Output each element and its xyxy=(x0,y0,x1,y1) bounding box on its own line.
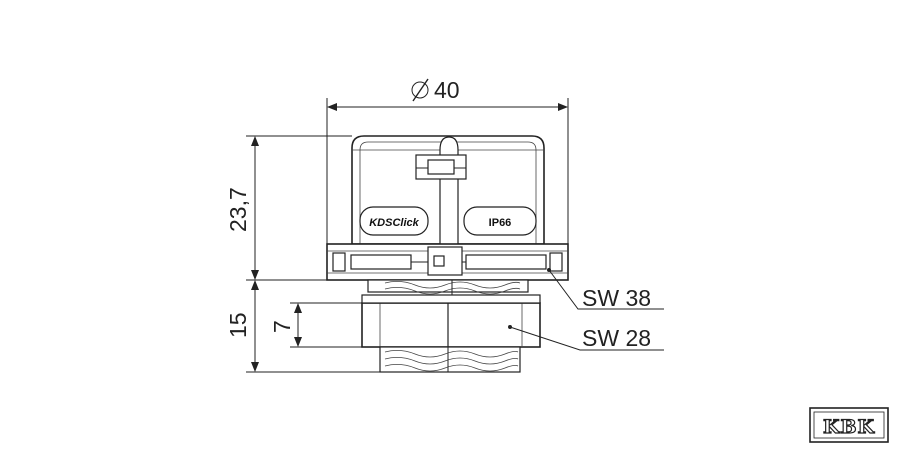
sw-upper-label: SW 38 xyxy=(582,285,651,311)
nut-height-value: 7 xyxy=(269,320,295,333)
callout-sw-upper: SW 38 xyxy=(547,268,664,311)
gland-body: KDSClick IP66 xyxy=(326,135,569,373)
callout-sw-lower: SW 28 xyxy=(508,325,664,351)
diameter-value: 40 xyxy=(434,77,460,103)
height-bottom-value: 15 xyxy=(225,312,251,338)
diameter-dimension: 40 xyxy=(326,77,569,244)
kbk-logo: KBK xyxy=(809,407,889,443)
logo-text: KBK xyxy=(823,416,876,438)
height-dimensions: 23,7 15 7 xyxy=(225,135,385,373)
sw-lower-label: SW 28 xyxy=(582,325,651,351)
brand-label-badge xyxy=(359,206,429,236)
height-top-value: 23,7 xyxy=(225,187,251,232)
rating-label-badge xyxy=(463,206,537,236)
brand-label: KDSClick xyxy=(369,217,419,229)
diameter-symbol-icon xyxy=(411,78,429,102)
rating-label: IP66 xyxy=(489,217,512,229)
